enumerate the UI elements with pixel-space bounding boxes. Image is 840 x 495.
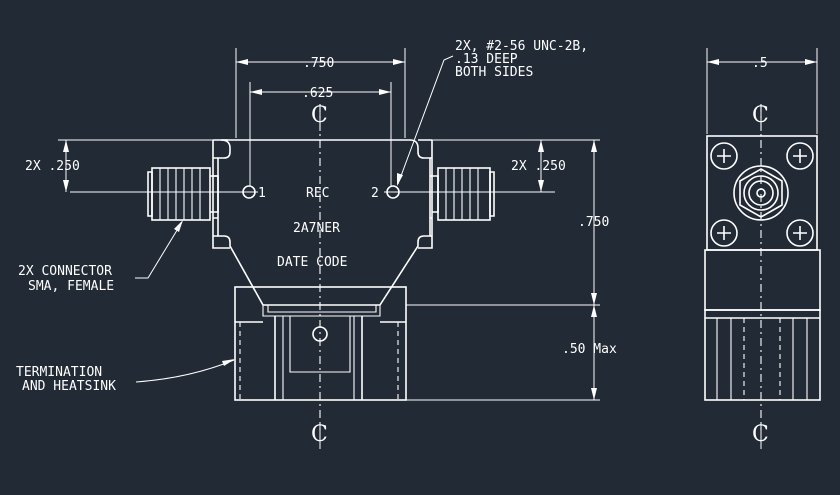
front-view: .750 .625 2X .250 2X .250 .750 .50 Max 1… — [16, 39, 617, 449]
leader-termination — [135, 359, 235, 383]
note-connector-line2: SMA, FEMALE — [28, 279, 114, 294]
dim-top-width: .750 — [303, 56, 334, 71]
dim-base-height: .50 Max — [562, 342, 617, 357]
side-centerline-symbol-bottom: C — [752, 422, 769, 447]
extension-lines — [58, 48, 600, 401]
leader-tapped — [397, 55, 454, 185]
body-label-line2: 2A7NER — [293, 221, 340, 236]
right-sma-connector — [432, 167, 495, 221]
side-heatsink — [704, 309, 821, 401]
termination-heatsink — [234, 286, 407, 401]
side-base-top — [704, 249, 821, 311]
side-screws — [710, 142, 814, 247]
body-label-line3: DATE CODE — [277, 255, 347, 270]
body-label-line1: REC — [306, 186, 329, 201]
note-termination-line1: TERMINATION — [16, 365, 102, 380]
side-centerline-symbol-top: C — [752, 103, 769, 128]
leader-connector — [135, 221, 183, 279]
note-termination-line2: AND HEATSINK — [22, 379, 116, 394]
dim-right-pos: 2X .250 — [511, 159, 566, 174]
side-view: .5 C C — [704, 48, 821, 449]
note-connector-line1: 2X CONNECTOR — [18, 264, 112, 279]
right-flange — [418, 139, 433, 249]
dim-left-pos: 2X .250 — [25, 159, 80, 174]
left-flange — [212, 139, 230, 249]
dim-hole-spacing: .625 — [302, 86, 333, 101]
dim-height: .750 — [578, 215, 609, 230]
side-dim-width: .5 — [752, 56, 768, 71]
note-tapped-line3: BOTH SIDES — [455, 65, 533, 80]
note-tapped-line2: .13 DEEP — [455, 52, 518, 67]
centerline-symbol-top: C — [311, 103, 328, 128]
body-bottom-lip — [262, 305, 381, 317]
port-2-label: 2 — [371, 186, 379, 201]
note-tapped-line1: 2X, #2-56 UNC-2B, — [455, 39, 588, 54]
sma-face — [733, 165, 789, 221]
centerline-symbol-bottom: C — [311, 422, 328, 447]
port-1-label: 1 — [258, 186, 266, 201]
left-sma-connector — [147, 167, 219, 221]
